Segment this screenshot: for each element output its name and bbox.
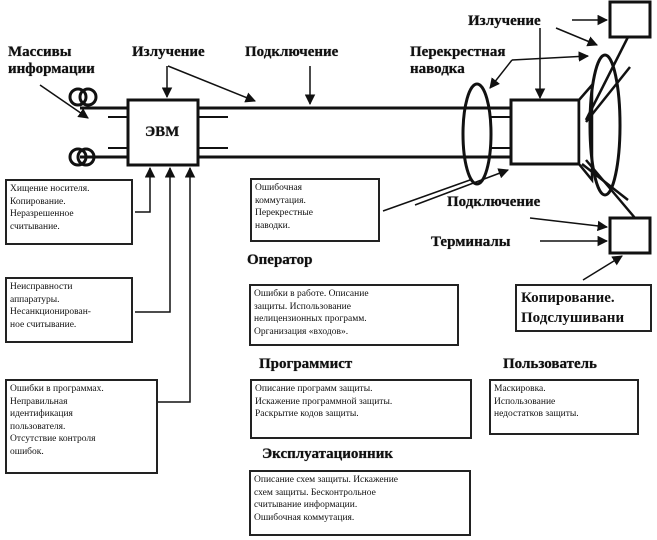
- label-radiation-right: Излучение: [468, 13, 541, 29]
- box-line: Ошибочная: [255, 183, 303, 193]
- box-line: Копирование.: [521, 290, 615, 306]
- label-crosstalk-line2: наводка: [410, 61, 465, 77]
- box-maintainer-threats: Описание схем защиты. Искажение схем защ…: [249, 470, 471, 536]
- crosstalk-ellipse-left: [461, 82, 493, 186]
- box-line: Раскрытие кодов защиты.: [255, 409, 359, 419]
- box-line: Маскировка.: [494, 384, 546, 394]
- label-crosstalk: Перекрестная наводка: [410, 44, 505, 78]
- label-connection-top: Подключение: [245, 44, 339, 60]
- box-line: пользователя.: [10, 421, 66, 432]
- label-crosstalk-line1: Перекрестная: [410, 44, 506, 60]
- box-line: Организация «входов».: [254, 326, 349, 337]
- box-line: схем защиты. Бесконтрольное: [254, 487, 376, 498]
- label-operator: Оператор: [247, 252, 313, 268]
- box-line: ное считывание.: [10, 319, 77, 330]
- box-line: Описание программ защиты.: [255, 384, 373, 394]
- label-arrays-line1: Массивы: [8, 44, 72, 60]
- box-line: Перекрестные: [255, 208, 313, 218]
- label-arrays: Массивы информации: [8, 44, 95, 78]
- box-line: аппаратуры.: [10, 294, 60, 305]
- box-line: Несанкционирован-: [10, 307, 91, 317]
- box-line: Ошибки в программах.: [10, 384, 104, 394]
- box-line: Ошибки в работе. Описание: [254, 289, 369, 299]
- box-line: Хищение носителя.: [10, 184, 90, 194]
- label-connection-right: Подключение: [447, 194, 541, 210]
- label-user: Пользователь: [503, 356, 597, 372]
- box-line: коммутация.: [255, 195, 306, 206]
- box-programmer-threats: Описание программ защиты. Искажение прог…: [250, 379, 472, 439]
- box-line: Неразрешенное: [10, 209, 74, 219]
- box-line: ошибок.: [10, 446, 44, 457]
- box-line: считывание.: [10, 221, 60, 232]
- label-maintainer: Эксплуатационник: [262, 446, 393, 462]
- box-line: Искажение программной защиты.: [255, 396, 393, 407]
- label-terminals: Терминалы: [431, 234, 511, 250]
- computer-box: [126, 98, 200, 167]
- box-line: Использование: [494, 396, 556, 407]
- terminal-top-box: [608, 0, 652, 39]
- box-terminal-threats: Копирование. Подслушивани: [515, 284, 652, 332]
- box-operator-threats: Ошибки в работе. Описание защиты. Исполь…: [249, 284, 459, 346]
- box-line: Подслушивани: [521, 310, 625, 326]
- box-line: недостатков защиты.: [494, 409, 579, 419]
- label-programmer: Программист: [259, 356, 353, 372]
- box-line: нелицензионных программ.: [254, 314, 367, 324]
- box-line: Описание схем защиты. Искажение: [254, 475, 399, 485]
- box-program-errors: Ошибки в программах. Неправильная иденти…: [5, 379, 158, 474]
- box-line-errors: Ошибочная коммутация. Перекрестные навод…: [250, 178, 380, 242]
- box-line: идентификация: [10, 409, 73, 419]
- box-line: Копирование.: [10, 196, 66, 207]
- box-line: наводки.: [255, 220, 291, 231]
- terminal-bottom-box: [608, 216, 652, 255]
- box-line: Неправильная: [10, 396, 68, 407]
- label-computer: ЭВМ: [145, 124, 180, 140]
- terminal-main-box: [509, 98, 581, 166]
- storage-reel-icon: [68, 87, 88, 107]
- box-line: Ошибочная коммутация.: [254, 512, 355, 523]
- box-user-threats: Маскировка. Использование недостатков за…: [489, 379, 639, 435]
- box-line: считывание информации.: [254, 500, 358, 510]
- label-radiation-left: Излучение: [132, 44, 205, 60]
- box-line: Неисправности: [10, 282, 73, 292]
- box-line: защиты. Использование: [254, 301, 351, 312]
- crosstalk-ellipse-right: [588, 53, 622, 197]
- box-media-theft: Хищение носителя. Копирование. Неразреше…: [5, 179, 133, 245]
- storage-disk-icon: [68, 147, 88, 167]
- box-line: Отсутствие контроля: [10, 434, 96, 444]
- box-hardware-faults: Неисправности аппаратуры. Несанкциониров…: [5, 277, 133, 343]
- label-arrays-line2: информации: [8, 61, 95, 77]
